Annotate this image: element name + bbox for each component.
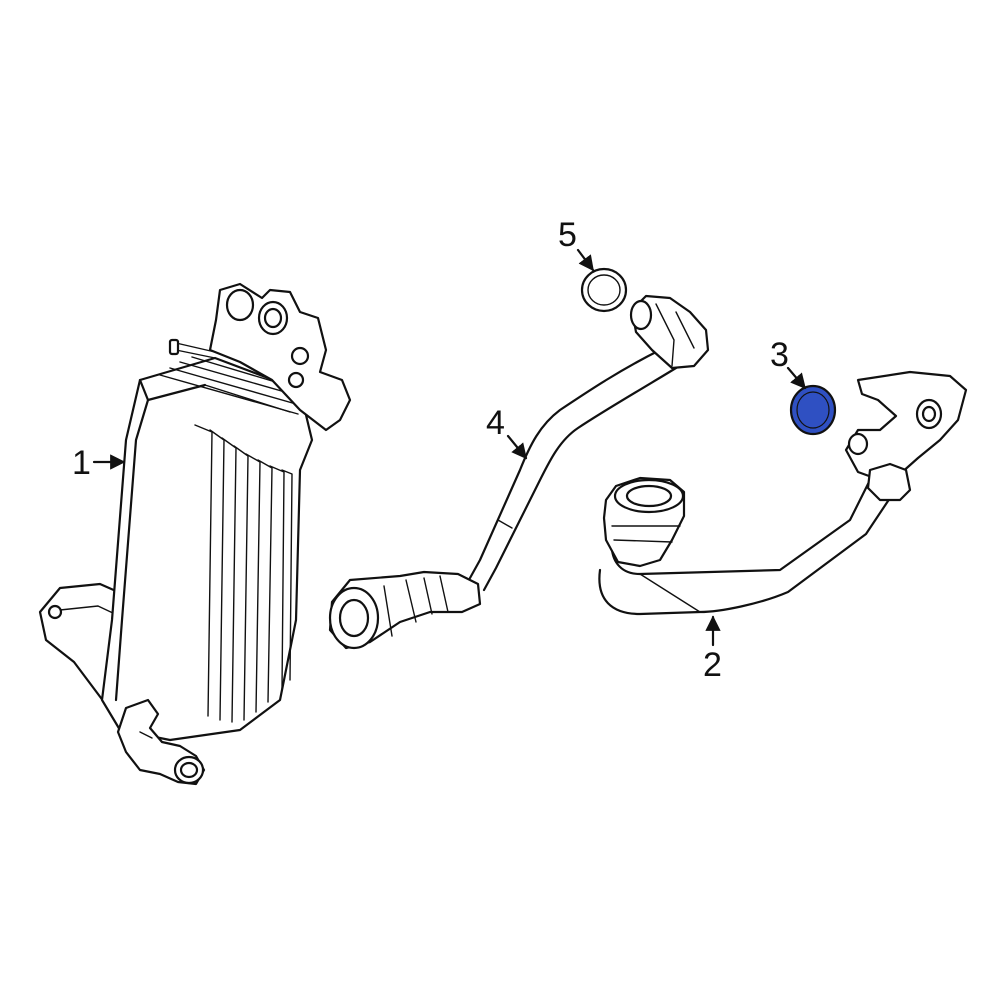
oil-cooler-part-1 — [38, 282, 352, 786]
cooler-hose-part-4 — [328, 294, 710, 650]
callout-2: 2 — [703, 615, 722, 684]
callout-label-4: 4 — [486, 404, 505, 442]
callout-label-5: 5 — [558, 216, 577, 254]
callout-label-1: 1 — [72, 444, 91, 482]
callout-label-2: 2 — [703, 646, 722, 684]
o-ring-part-5 — [580, 267, 628, 313]
seal-part-3 — [789, 384, 837, 436]
cooler-outlet-fitting — [116, 698, 206, 786]
callout-label-3: 3 — [770, 336, 789, 374]
cooler-top-flange — [168, 282, 352, 432]
callout-4: 4 — [486, 404, 528, 460]
cooler-pipe-part-2 — [598, 370, 968, 616]
callout-3: 3 — [770, 336, 807, 390]
cooler-plates — [159, 356, 310, 723]
callout-1: 1 — [72, 444, 126, 482]
callout-5: 5 — [558, 216, 595, 272]
